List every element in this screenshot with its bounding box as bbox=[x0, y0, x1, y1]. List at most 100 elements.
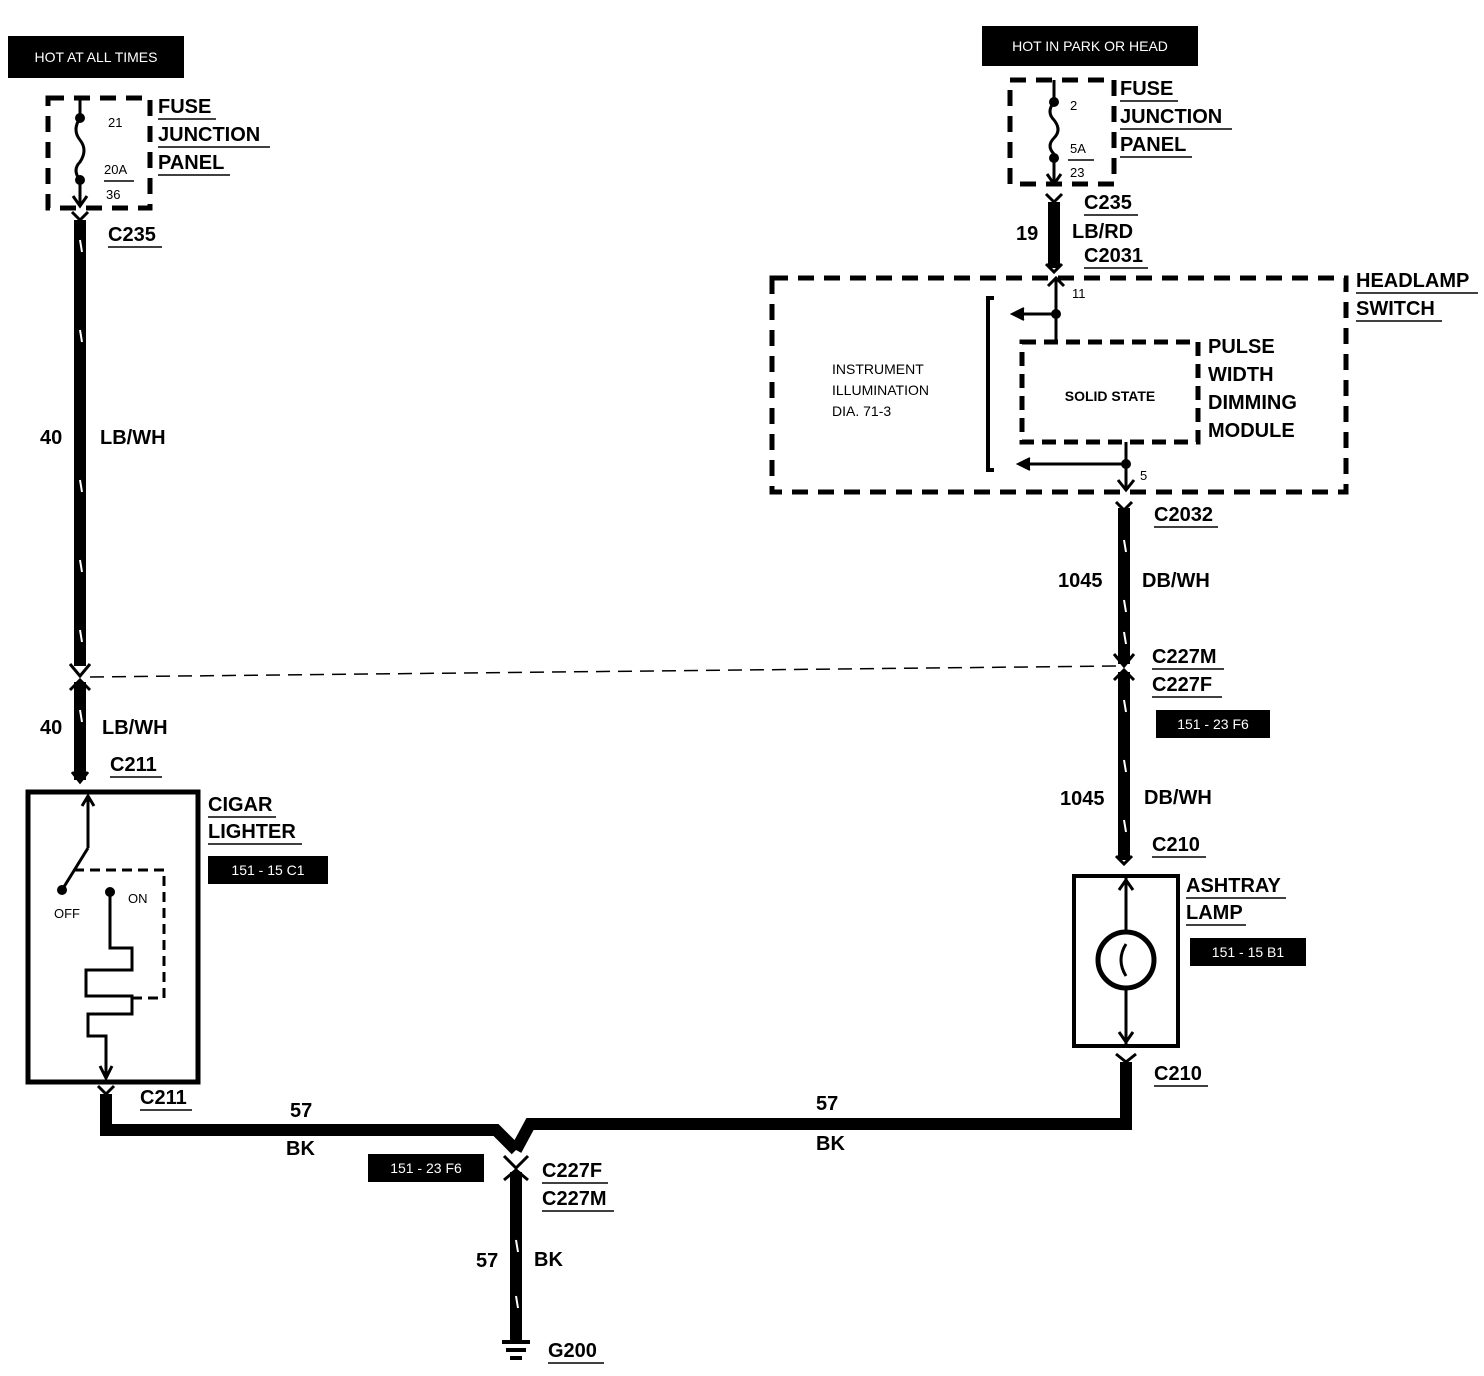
svg-text:PANEL: PANEL bbox=[158, 152, 224, 174]
connector-c210-bottom bbox=[1115, 1052, 1137, 1064]
connector-c235-right bbox=[1044, 192, 1064, 205]
svg-text:C210: C210 bbox=[1152, 834, 1200, 856]
ground-splice-ref-tag bbox=[368, 1154, 484, 1182]
svg-text:HOT IN PARK OR HEAD: HOT IN PARK OR HEAD bbox=[1012, 38, 1168, 54]
svg-text:ILLUMINATION: ILLUMINATION bbox=[832, 382, 929, 398]
svg-text:C2031: C2031 bbox=[1084, 245, 1143, 267]
svg-text:40: 40 bbox=[40, 717, 62, 739]
svg-text:BK: BK bbox=[286, 1138, 315, 1160]
headlamp-switch: 11 INSTRUMENT ILLUMINATION DIA. 71-3 SOL… bbox=[769, 270, 1478, 495]
svg-text:FUSE: FUSE bbox=[1120, 78, 1173, 100]
svg-text:151 - 15 B1: 151 - 15 B1 bbox=[1212, 944, 1285, 960]
wire-57-bk-ground bbox=[510, 1172, 522, 1340]
svg-text:BK: BK bbox=[534, 1249, 563, 1271]
svg-text:C235: C235 bbox=[1084, 192, 1132, 214]
arrow-up-icon bbox=[80, 793, 96, 807]
connector-c235-left bbox=[70, 210, 90, 223]
inline-connector-link bbox=[89, 665, 1117, 678]
arrow-down-icon bbox=[1116, 479, 1136, 493]
svg-text:LB/WH: LB/WH bbox=[100, 427, 166, 449]
right-fuse-junction-panel: 2 5A 23 FUSE JUNCTION PANEL bbox=[1007, 77, 1232, 187]
svg-text:DIA. 71-3: DIA. 71-3 bbox=[832, 403, 891, 419]
bulb-icon bbox=[1095, 929, 1157, 991]
arrow-up-icon bbox=[1046, 275, 1066, 288]
svg-text:2: 2 bbox=[1070, 98, 1077, 113]
svg-text:WIDTH: WIDTH bbox=[1208, 364, 1274, 386]
svg-text:57: 57 bbox=[816, 1093, 838, 1115]
svg-text:MODULE: MODULE bbox=[1208, 420, 1295, 442]
svg-text:LB/WH: LB/WH bbox=[102, 717, 168, 739]
cigar-lighter-ref-tag bbox=[208, 856, 328, 884]
inline-connector-ref-tag bbox=[1156, 710, 1270, 738]
svg-text:HEADLAMP: HEADLAMP bbox=[1356, 270, 1469, 292]
svg-text:DB/WH: DB/WH bbox=[1144, 787, 1212, 809]
svg-text:JUNCTION: JUNCTION bbox=[1120, 106, 1222, 128]
connector-c227f-right bbox=[1112, 667, 1136, 682]
svg-text:11: 11 bbox=[1072, 286, 1086, 301]
svg-text:BK: BK bbox=[816, 1133, 845, 1155]
arrow-down-icon bbox=[98, 1065, 114, 1082]
svg-text:C227M: C227M bbox=[542, 1188, 606, 1210]
wire-57-bk-left bbox=[100, 1094, 521, 1155]
switch-link bbox=[74, 868, 166, 1000]
svg-text:C210: C210 bbox=[1154, 1063, 1202, 1085]
svg-text:21: 21 bbox=[108, 115, 122, 130]
svg-text:LB/RD: LB/RD bbox=[1072, 221, 1133, 243]
svg-text:C2032: C2032 bbox=[1154, 504, 1213, 526]
connector-c211-top bbox=[70, 771, 90, 785]
svg-text:57: 57 bbox=[476, 1250, 498, 1272]
svg-text:151 - 23 F6: 151 - 23 F6 bbox=[390, 1160, 462, 1176]
svg-text:G200: G200 bbox=[548, 1340, 597, 1362]
svg-text:C211: C211 bbox=[110, 754, 157, 776]
svg-text:1045: 1045 bbox=[1060, 788, 1105, 810]
heating-element bbox=[84, 892, 134, 1078]
svg-text:C235: C235 bbox=[108, 224, 156, 246]
svg-text:LAMP: LAMP bbox=[1186, 902, 1243, 924]
svg-text:SOLID STATE: SOLID STATE bbox=[1065, 388, 1155, 404]
svg-text:SWITCH: SWITCH bbox=[1356, 298, 1435, 320]
svg-text:ON: ON bbox=[128, 891, 148, 906]
svg-text:36: 36 bbox=[106, 187, 120, 202]
ground-icon bbox=[502, 1340, 530, 1360]
svg-text:OFF: OFF bbox=[54, 906, 80, 921]
wire-40-lb-wh-lower bbox=[74, 682, 86, 780]
svg-text:PULSE: PULSE bbox=[1208, 336, 1275, 358]
bracket bbox=[986, 296, 994, 472]
connector-c227m-right bbox=[1112, 653, 1136, 669]
svg-text:151 - 23 F6: 151 - 23 F6 bbox=[1177, 716, 1249, 732]
svg-text:JUNCTION: JUNCTION bbox=[158, 124, 260, 146]
fuse-icon bbox=[1048, 101, 1060, 156]
svg-text:19: 19 bbox=[1016, 223, 1038, 245]
fuse-icon bbox=[74, 117, 86, 181]
arrow-down-icon bbox=[1045, 173, 1063, 187]
wire-57-bk-right bbox=[510, 1062, 1132, 1153]
svg-text:23: 23 bbox=[1070, 165, 1084, 180]
svg-text:57: 57 bbox=[290, 1100, 312, 1122]
svg-text:DIMMING: DIMMING bbox=[1208, 392, 1297, 414]
ashtray-lamp: ASHTRAY LAMP 151 - 15 B1 bbox=[1072, 874, 1306, 1048]
cigar-lighter: OFF ON CIGAR LIGHTER 151 - 15 C1 bbox=[25, 789, 328, 1085]
arrow-down-icon bbox=[71, 195, 89, 209]
svg-text:5: 5 bbox=[1140, 468, 1147, 483]
left-fuse-junction-panel: 21 20A 36 FUSE JUNCTION PANEL bbox=[45, 95, 270, 211]
connector-male-left bbox=[68, 663, 92, 679]
svg-text:FUSE: FUSE bbox=[158, 96, 211, 118]
svg-text:ASHTRAY: ASHTRAY bbox=[1186, 875, 1281, 897]
connector-female-left bbox=[68, 677, 92, 692]
svg-text:151 - 15 C1: 151 - 15 C1 bbox=[231, 862, 304, 878]
wire-1045-db-wh-lower bbox=[1118, 672, 1130, 860]
wire-1045-db-wh-upper bbox=[1118, 508, 1130, 664]
connector-c2031 bbox=[1044, 262, 1064, 275]
solid-state-module bbox=[1019, 339, 1201, 445]
svg-text:40: 40 bbox=[40, 427, 62, 449]
wire-40-lb-wh-upper bbox=[74, 220, 86, 666]
arrow-left-icon bbox=[1015, 457, 1031, 471]
arrow-up-icon bbox=[1117, 877, 1135, 891]
svg-text:CIGAR: CIGAR bbox=[208, 794, 273, 816]
svg-text:INSTRUMENT: INSTRUMENT bbox=[832, 361, 924, 377]
connector-c210-top bbox=[1114, 854, 1134, 867]
svg-text:DB/WH: DB/WH bbox=[1142, 570, 1210, 592]
svg-text:C227F: C227F bbox=[542, 1160, 602, 1182]
svg-text:C211: C211 bbox=[140, 1087, 187, 1109]
